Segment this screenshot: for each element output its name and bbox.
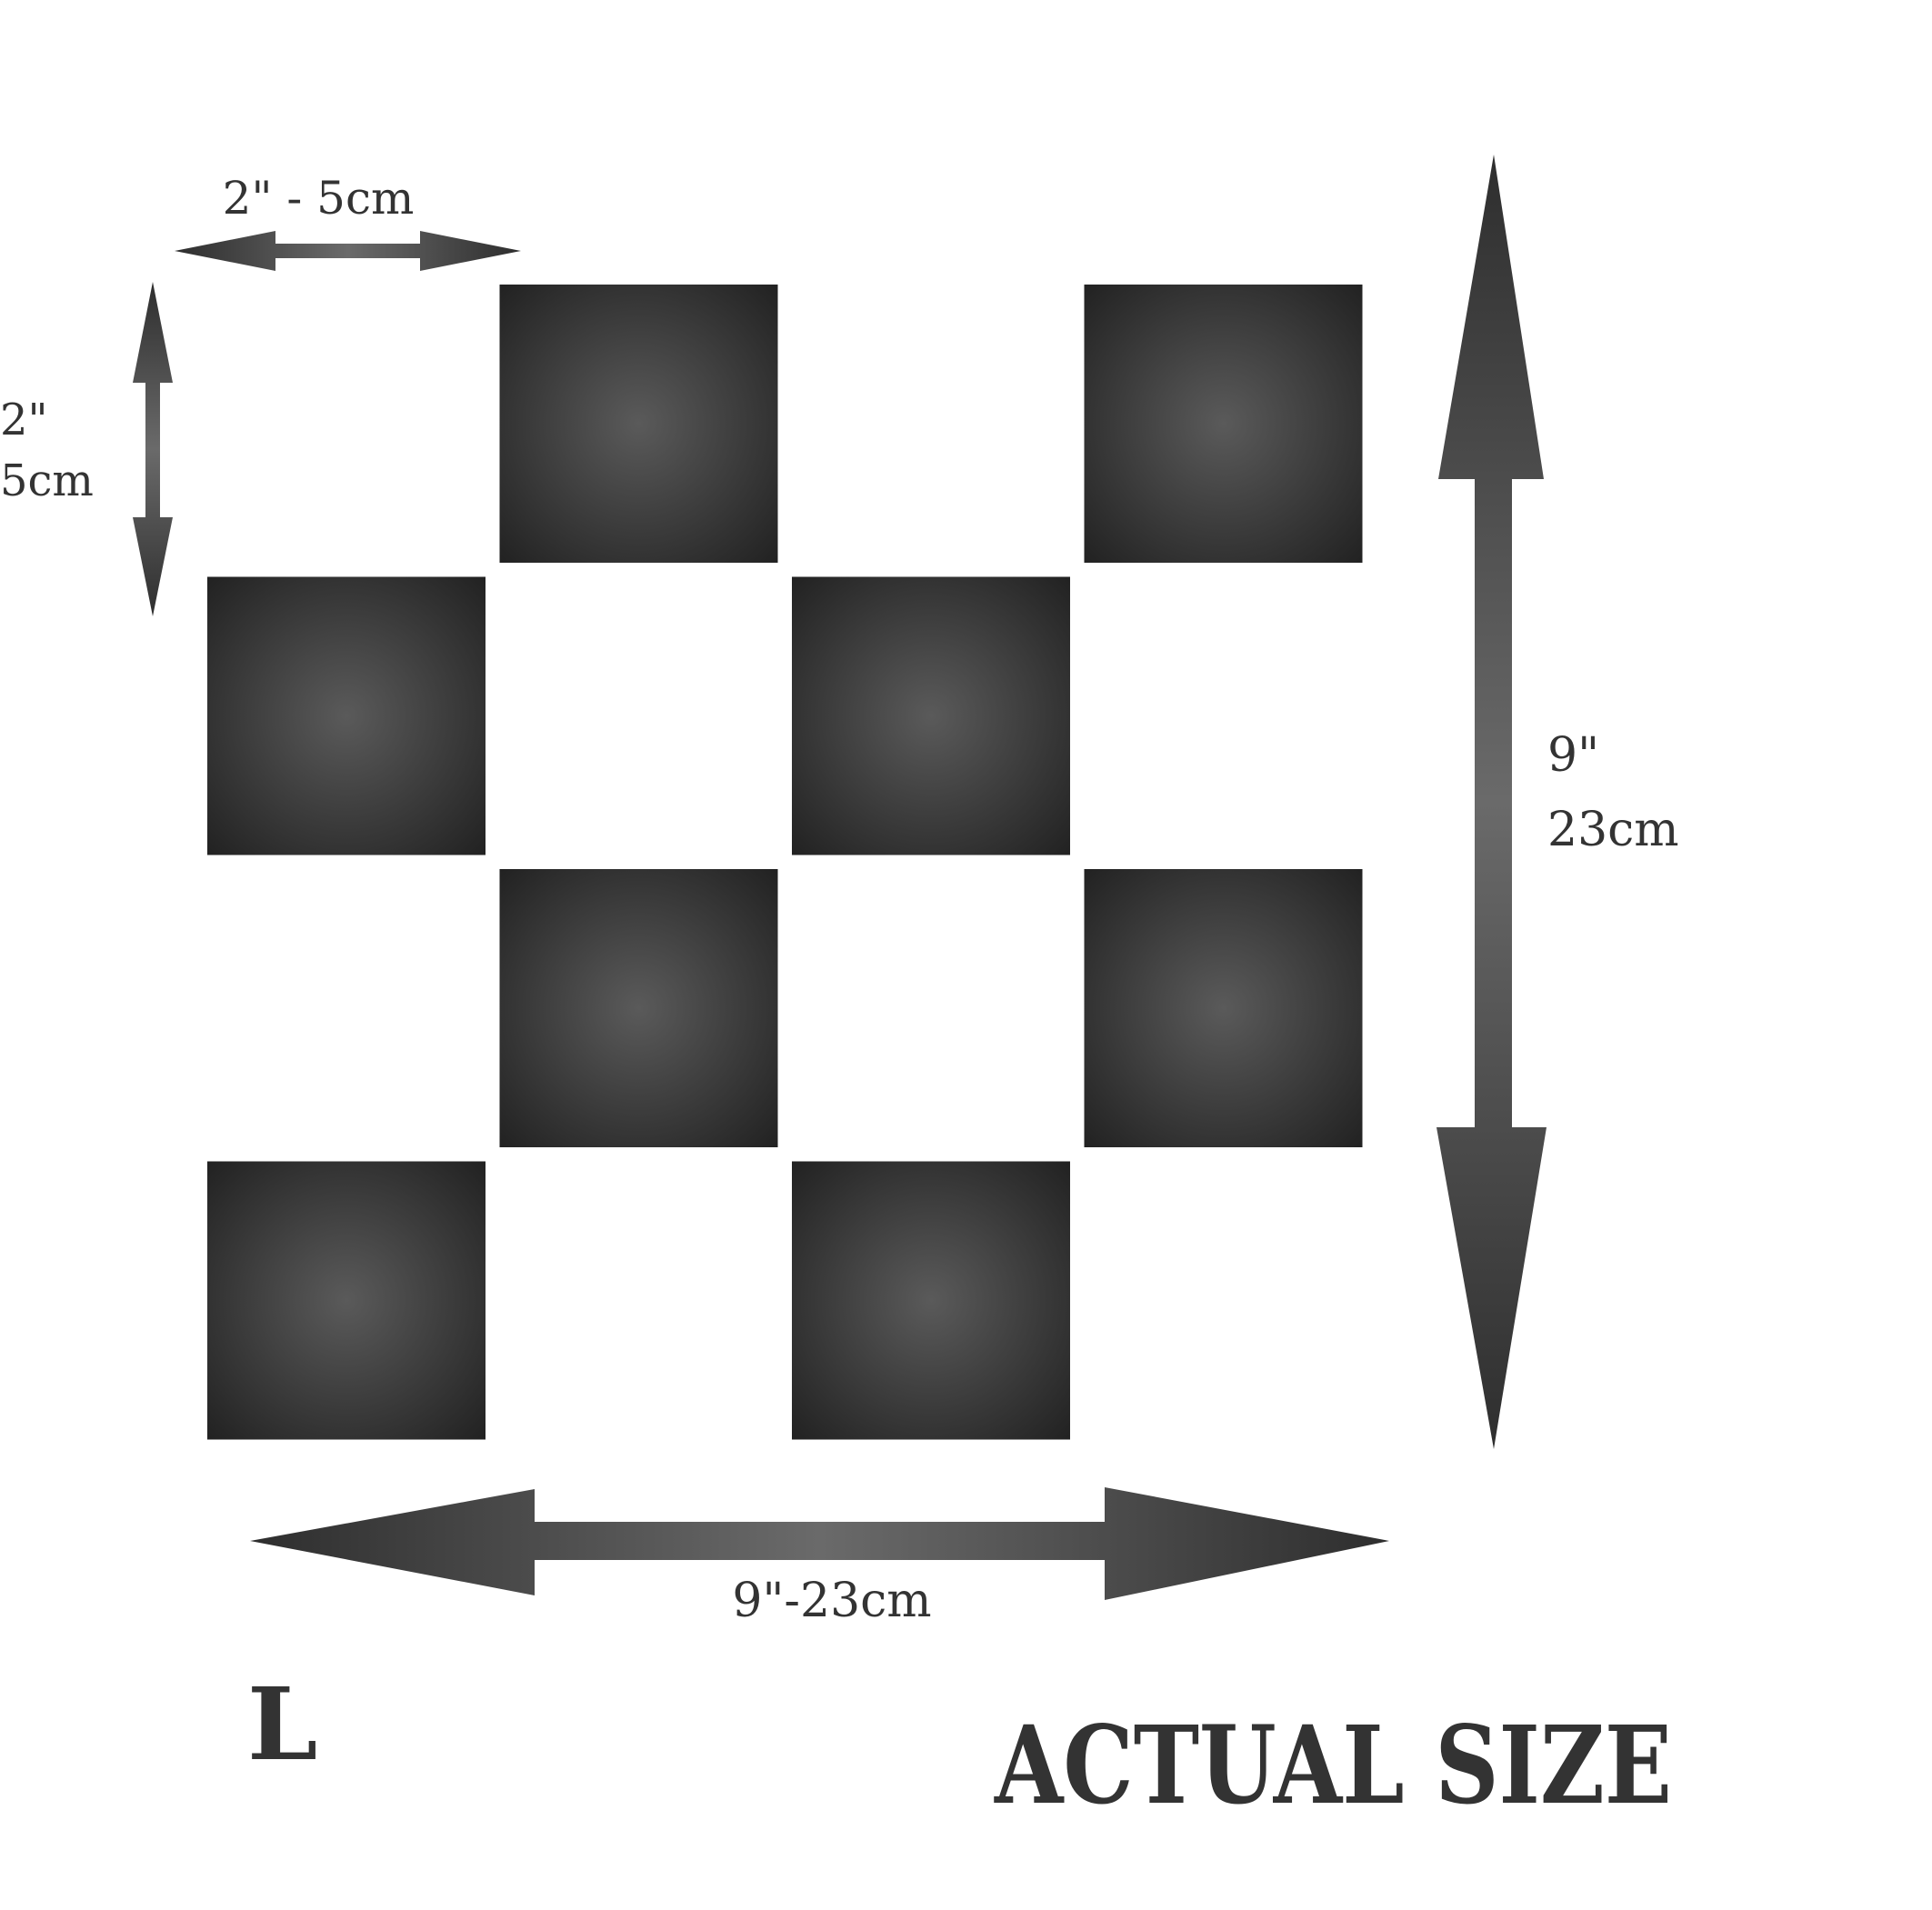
checker-tile [207, 576, 486, 855]
checker-tile [792, 1161, 1070, 1440]
total-width-arrow [250, 1487, 1389, 1600]
tile-width-label: 2" - 5cm [223, 172, 415, 225]
tile-height-arrow [133, 282, 173, 616]
total-height-label-line2: 23cm [1547, 803, 1679, 857]
size-letter: L [247, 1665, 317, 1783]
checker-tile [792, 576, 1070, 855]
total-height-arrow [1436, 155, 1547, 1449]
checker-tile [499, 869, 778, 1147]
checker-tiles [207, 285, 1363, 1440]
tile-height-label-line2: 5cm [0, 455, 94, 506]
checker-tile [1084, 869, 1363, 1147]
total-height-label-line1: 9" [1547, 728, 1599, 783]
checker-tile [207, 1161, 486, 1440]
actual-size-caption: ACTUAL SIZE [994, 1702, 1672, 1828]
checker-tile [1084, 285, 1363, 563]
tile-height-label-line1: 2" [0, 395, 48, 445]
total-width-label: 9"-23cm [732, 1574, 931, 1628]
tile-width-arrow [175, 231, 521, 271]
checker-tile [499, 285, 778, 563]
